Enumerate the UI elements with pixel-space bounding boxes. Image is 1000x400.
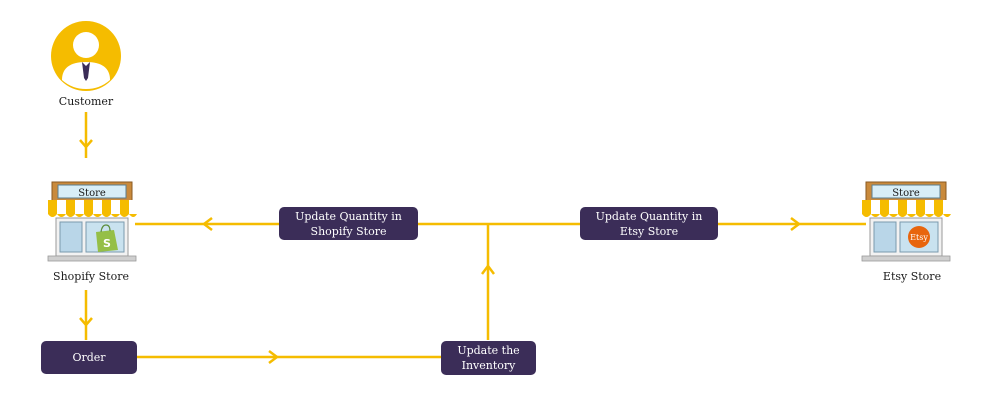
customer-label: Customer <box>58 95 114 108</box>
order-box: Order <box>41 341 137 374</box>
etsy-logo-badge: Etsy <box>910 233 928 242</box>
shopify-store-sign: Store <box>78 188 106 199</box>
shopify-store-label: Shopify Store <box>53 270 129 283</box>
arrow-shopify-to-order <box>79 290 93 340</box>
shopify-logo-badge: S <box>103 237 111 250</box>
etsy-store-label: Etsy Store <box>882 270 942 283</box>
etsy-store-sign: Store <box>892 188 920 199</box>
customer-icon <box>51 21 121 91</box>
update-inventory-box: Update the Inventory <box>441 341 536 375</box>
arrow-to-etsy-store <box>718 217 866 231</box>
shopify-store-icon: S Store <box>47 181 138 262</box>
update-etsy-quantity-box: Update Quantity in Etsy Store <box>580 207 718 240</box>
arrow-inventory-up <box>481 224 495 340</box>
arrow-to-shopify-store <box>135 217 279 231</box>
arrow-order-to-inventory <box>137 350 441 364</box>
update-shopify-quantity-box: Update Quantity in Shopify Store <box>279 207 418 240</box>
arrow-customer-to-shopify <box>79 112 93 158</box>
etsy-store-icon: Etsy Store <box>861 181 952 262</box>
